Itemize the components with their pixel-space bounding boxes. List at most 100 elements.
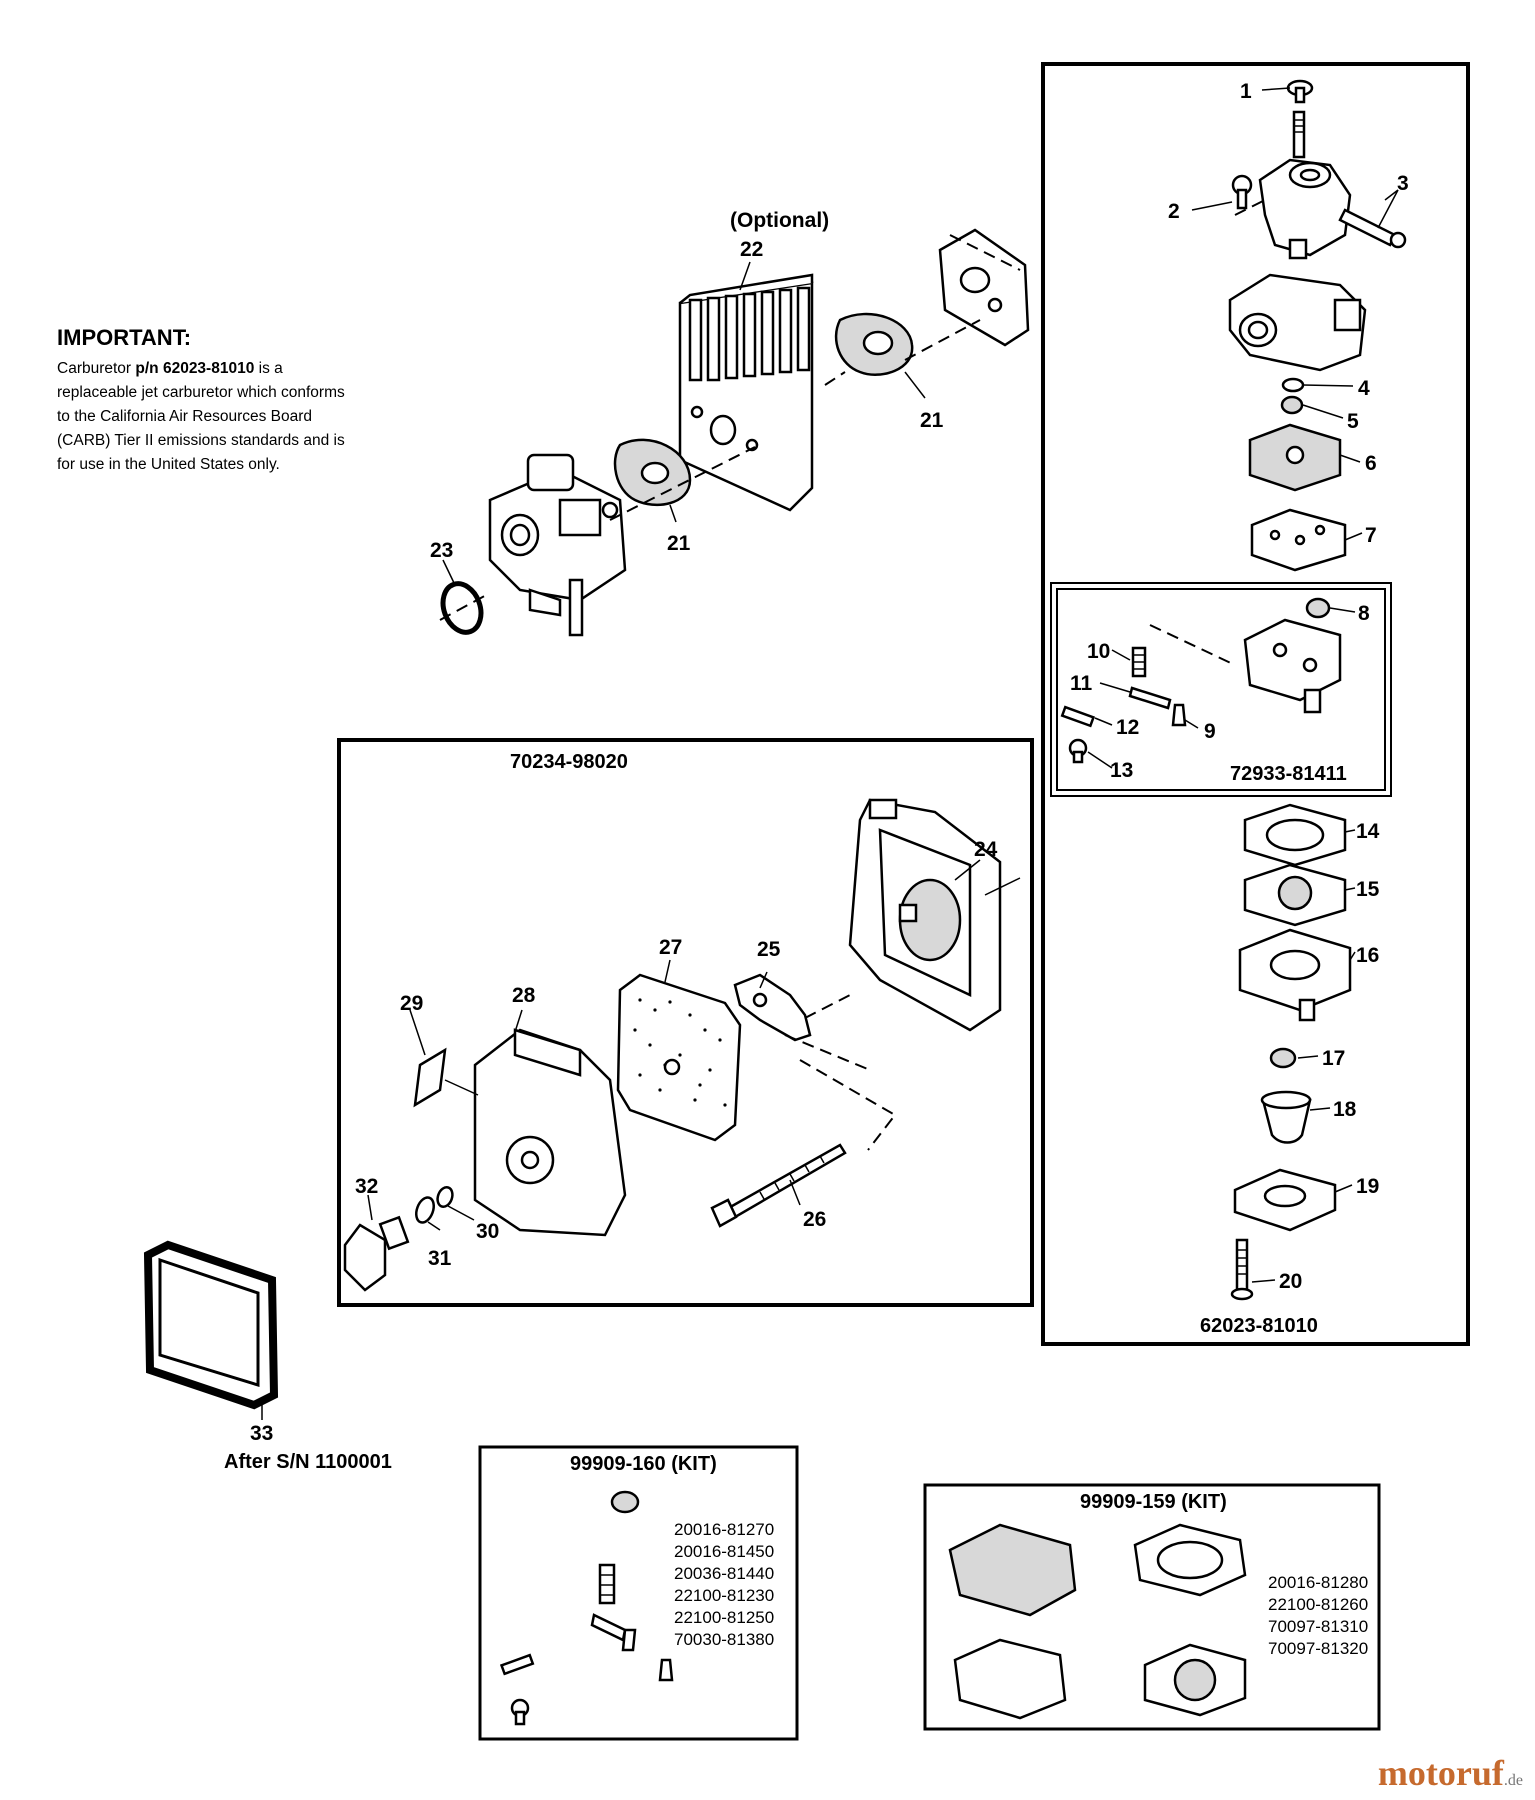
pump-subassembly-frame <box>1050 582 1392 797</box>
diaphragm-15 <box>1243 863 1347 927</box>
note-prefix: Carburetor <box>57 360 136 377</box>
air-cleaner-base-24 <box>848 798 1002 1032</box>
throttle-body <box>1258 158 1352 260</box>
callout-16: 16 <box>1356 944 1379 967</box>
filter-4 <box>1281 377 1305 393</box>
filter-element-33 <box>143 1240 279 1410</box>
callout-10: 10 <box>1087 640 1110 663</box>
callout-6: 6 <box>1365 452 1377 475</box>
screw-13 <box>1068 738 1088 764</box>
kit-160-part: 70030-81380 <box>674 1630 774 1649</box>
note-part-number: p/n 62023-81010 <box>135 360 255 377</box>
leader-lines <box>367 87 1399 1283</box>
kit-160-part: 20016-81450 <box>674 1542 774 1561</box>
callout-31: 31 <box>428 1247 452 1270</box>
kit-159-title: 99909-159 (KIT) <box>1080 1491 1227 1513</box>
part33-note: After S/N 1100001 <box>224 1451 392 1473</box>
callout-25: 25 <box>757 938 781 961</box>
diaphragm-7 <box>1250 508 1347 572</box>
retainer-19 <box>1233 1168 1337 1232</box>
kit-159-frame <box>923 1483 1381 1731</box>
carburetor-main-body <box>1228 273 1367 372</box>
carburetor-body <box>488 453 627 637</box>
screw-2 <box>1231 174 1253 210</box>
callout-20: 20 <box>1279 1270 1302 1293</box>
needle-9 <box>1171 703 1187 727</box>
kit-160-part: 20036-81440 <box>674 1564 774 1583</box>
kit-160-part: 22100-81250 <box>674 1608 774 1627</box>
needle-valve-11 <box>1128 686 1172 710</box>
callout-7: 7 <box>1365 524 1377 547</box>
cap-8 <box>1305 597 1331 619</box>
washer-30 <box>436 1186 454 1208</box>
callout-32: 32 <box>355 1175 378 1198</box>
callout-11: 11 <box>1070 672 1093 695</box>
callout-21-upper: 21 <box>920 409 944 432</box>
primer-bulb-18 <box>1260 1090 1312 1144</box>
callout-30: 30 <box>476 1220 499 1243</box>
callout-13: 13 <box>1110 759 1133 782</box>
kit-159-part: 20016-81280 <box>1268 1573 1368 1592</box>
callout-19: 19 <box>1356 1175 1379 1198</box>
check-valve-17 <box>1269 1047 1297 1069</box>
kit-160-part: 20016-81270 <box>674 1520 774 1539</box>
kit-159-part: 22100-81260 <box>1268 1595 1368 1614</box>
pump-body <box>1243 618 1342 714</box>
callout-4: 4 <box>1358 377 1370 400</box>
callout-22: 22 <box>740 238 763 261</box>
bracket-25 <box>733 973 812 1042</box>
knob-32 <box>343 1215 410 1292</box>
watermark-logo: motoruf.de <box>1378 1752 1523 1794</box>
callout-1: 1 <box>1240 80 1252 103</box>
needle-5 <box>1280 395 1304 415</box>
callout-18: 18 <box>1333 1098 1357 1121</box>
assembly-carburetor-pn: 62023-81010 <box>1200 1315 1318 1337</box>
screw-20 <box>1230 1238 1254 1301</box>
note-body: Carburetor p/n 62023-81010 is a replacea… <box>57 357 357 477</box>
kit-159-parts <box>948 1523 1247 1720</box>
cover-16 <box>1238 928 1352 1022</box>
insulator-22 <box>678 273 814 512</box>
kit-160-parts <box>499 1490 674 1726</box>
callout-5: 5 <box>1347 410 1359 433</box>
carburetor-assembly-frame <box>1041 62 1470 1346</box>
callout-21-lower: 21 <box>667 532 691 555</box>
kit-159-part: 70097-81320 <box>1268 1639 1368 1658</box>
callout-14: 14 <box>1356 820 1380 843</box>
washer-31 <box>415 1196 435 1224</box>
note-suffix: is a replaceable jet carburetor which co… <box>57 360 345 473</box>
callout-27: 27 <box>659 936 682 959</box>
important-note: IMPORTANT: Carburetor p/n 62023-81010 is… <box>57 325 357 477</box>
gasket-6 <box>1248 423 1342 492</box>
callout-9: 9 <box>1204 720 1216 743</box>
callout-33: 33 <box>250 1422 273 1445</box>
callout-29: 29 <box>400 992 423 1015</box>
callout-26: 26 <box>803 1208 826 1231</box>
primer-cap-1 <box>1286 79 1314 104</box>
kit-160-part: 22100-81230 <box>674 1586 774 1605</box>
callout-3: 3 <box>1397 172 1409 195</box>
callout-12: 12 <box>1116 716 1139 739</box>
watermark-main: motoruf <box>1377 1753 1504 1793</box>
callout-28: 28 <box>512 984 536 1007</box>
screws-3 <box>1338 208 1407 249</box>
optional-label: (Optional) <box>730 209 829 232</box>
callout-23: 23 <box>430 539 453 562</box>
filter-27 <box>616 973 742 1142</box>
note-title: IMPORTANT: <box>57 325 192 350</box>
air-cleaner-frame <box>337 738 1034 1307</box>
callout-15: 15 <box>1356 878 1380 901</box>
callout-24: 24 <box>974 838 998 861</box>
watermark-suffix: .de <box>1503 1772 1523 1789</box>
assembly-air-cleaner-pn: 70234-98020 <box>510 751 628 773</box>
bolt-26 <box>710 1143 847 1228</box>
gasket-21-upper <box>834 312 914 376</box>
manifold-block <box>938 228 1030 347</box>
callout-2: 2 <box>1168 200 1180 223</box>
callout-17: 17 <box>1322 1047 1345 1070</box>
kit-159-part: 70097-81310 <box>1268 1617 1368 1636</box>
kit-160-frame <box>478 1445 799 1741</box>
pump-subassembly-inner-frame <box>1056 588 1386 791</box>
adjust-screw <box>1292 110 1306 159</box>
